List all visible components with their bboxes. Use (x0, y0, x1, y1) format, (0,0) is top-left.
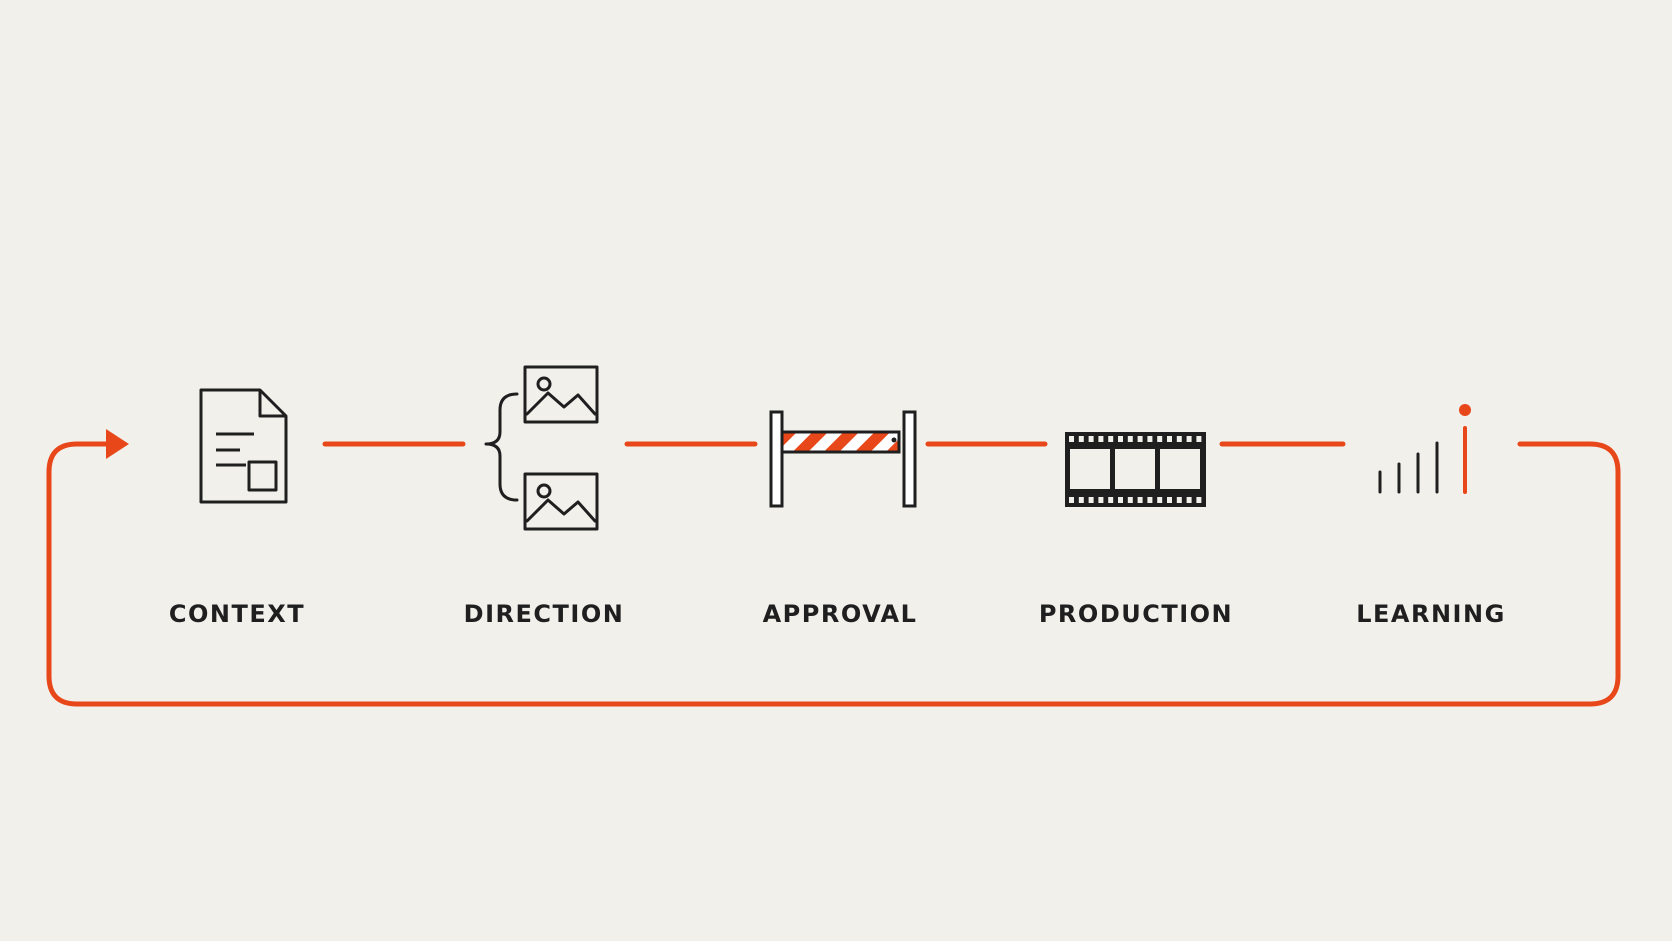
film-sprocket-hole (1196, 497, 1202, 503)
film-strip-icon (1065, 432, 1206, 507)
film-sprocket-hole (1157, 436, 1163, 442)
step-label-direction: DIRECTION (463, 600, 625, 628)
film-sprocket-hole (1108, 497, 1114, 503)
film-sprocket-hole (1176, 497, 1182, 503)
film-sprocket-hole (1127, 497, 1133, 503)
film-sprocket-hole (1069, 436, 1074, 442)
film-sprocket-hole (1167, 497, 1172, 503)
film-sprocket-hole (1186, 436, 1192, 442)
film-sprocket-hole (1157, 497, 1163, 503)
film-sprocket-hole (1098, 497, 1104, 503)
film-sprocket-hole (1118, 497, 1123, 503)
barrier-icon (769, 410, 917, 508)
film-sprocket-hole (1088, 436, 1094, 442)
film-sprocket-hole (1078, 436, 1084, 442)
step-label-production: PRODUCTION (1038, 600, 1234, 628)
film-sprocket-hole (1078, 497, 1084, 503)
signal-bars-icon (1378, 404, 1471, 494)
film-sprocket-hole (1127, 436, 1133, 442)
loop-arrowhead-icon (106, 429, 129, 459)
film-sprocket-hole (1098, 436, 1104, 442)
film-sprocket-hole (1118, 436, 1123, 442)
film-sprocket-hole (1176, 436, 1182, 442)
film-sprocket-hole (1167, 436, 1172, 442)
film-sprocket-hole (1069, 497, 1074, 503)
film-sprocket-hole (1147, 436, 1153, 442)
step-label-learning: LEARNING (1356, 600, 1506, 628)
film-sprocket-hole (1137, 436, 1143, 442)
feedback-loop-line (46, 441, 1621, 707)
film-sprocket-hole (1147, 497, 1153, 503)
film-sprocket-hole (1196, 436, 1202, 442)
step-label-approval: APPROVAL (762, 600, 918, 628)
film-sprocket-hole (1186, 497, 1192, 503)
image-options-icon (484, 365, 599, 531)
film-sprocket-hole (1108, 436, 1114, 442)
document-icon (199, 388, 288, 504)
film-sprocket-hole (1088, 497, 1094, 503)
film-sprocket-hole (1137, 497, 1143, 503)
step-label-context: CONTEXT (168, 600, 306, 628)
